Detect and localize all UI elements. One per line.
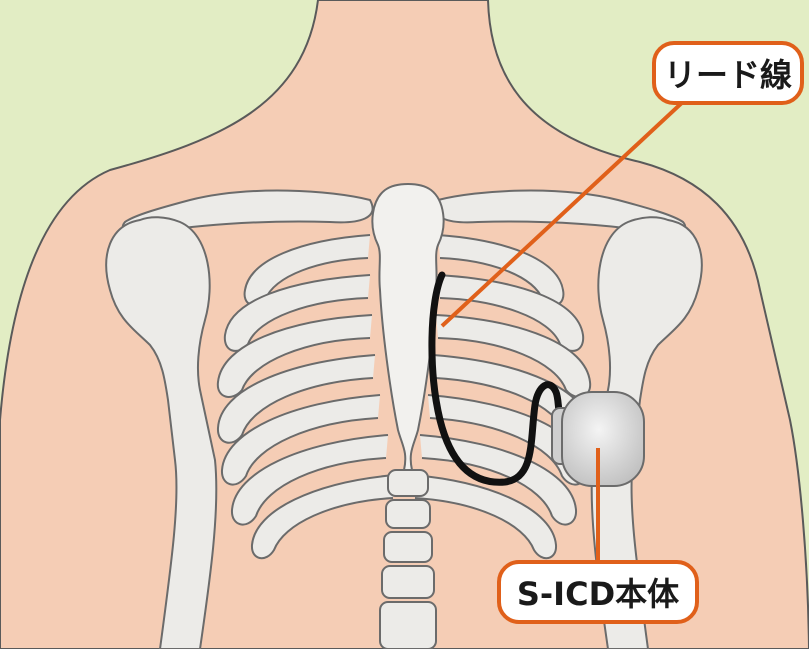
sicd-device <box>562 392 644 486</box>
lead-wire-label: リード線 <box>652 41 804 105</box>
sicd-body-label: S-ICD本体 <box>497 560 699 624</box>
lead-wire-label-text: リード線 <box>664 50 792 96</box>
sicd-body-label-text: S-ICD本体 <box>517 569 679 615</box>
